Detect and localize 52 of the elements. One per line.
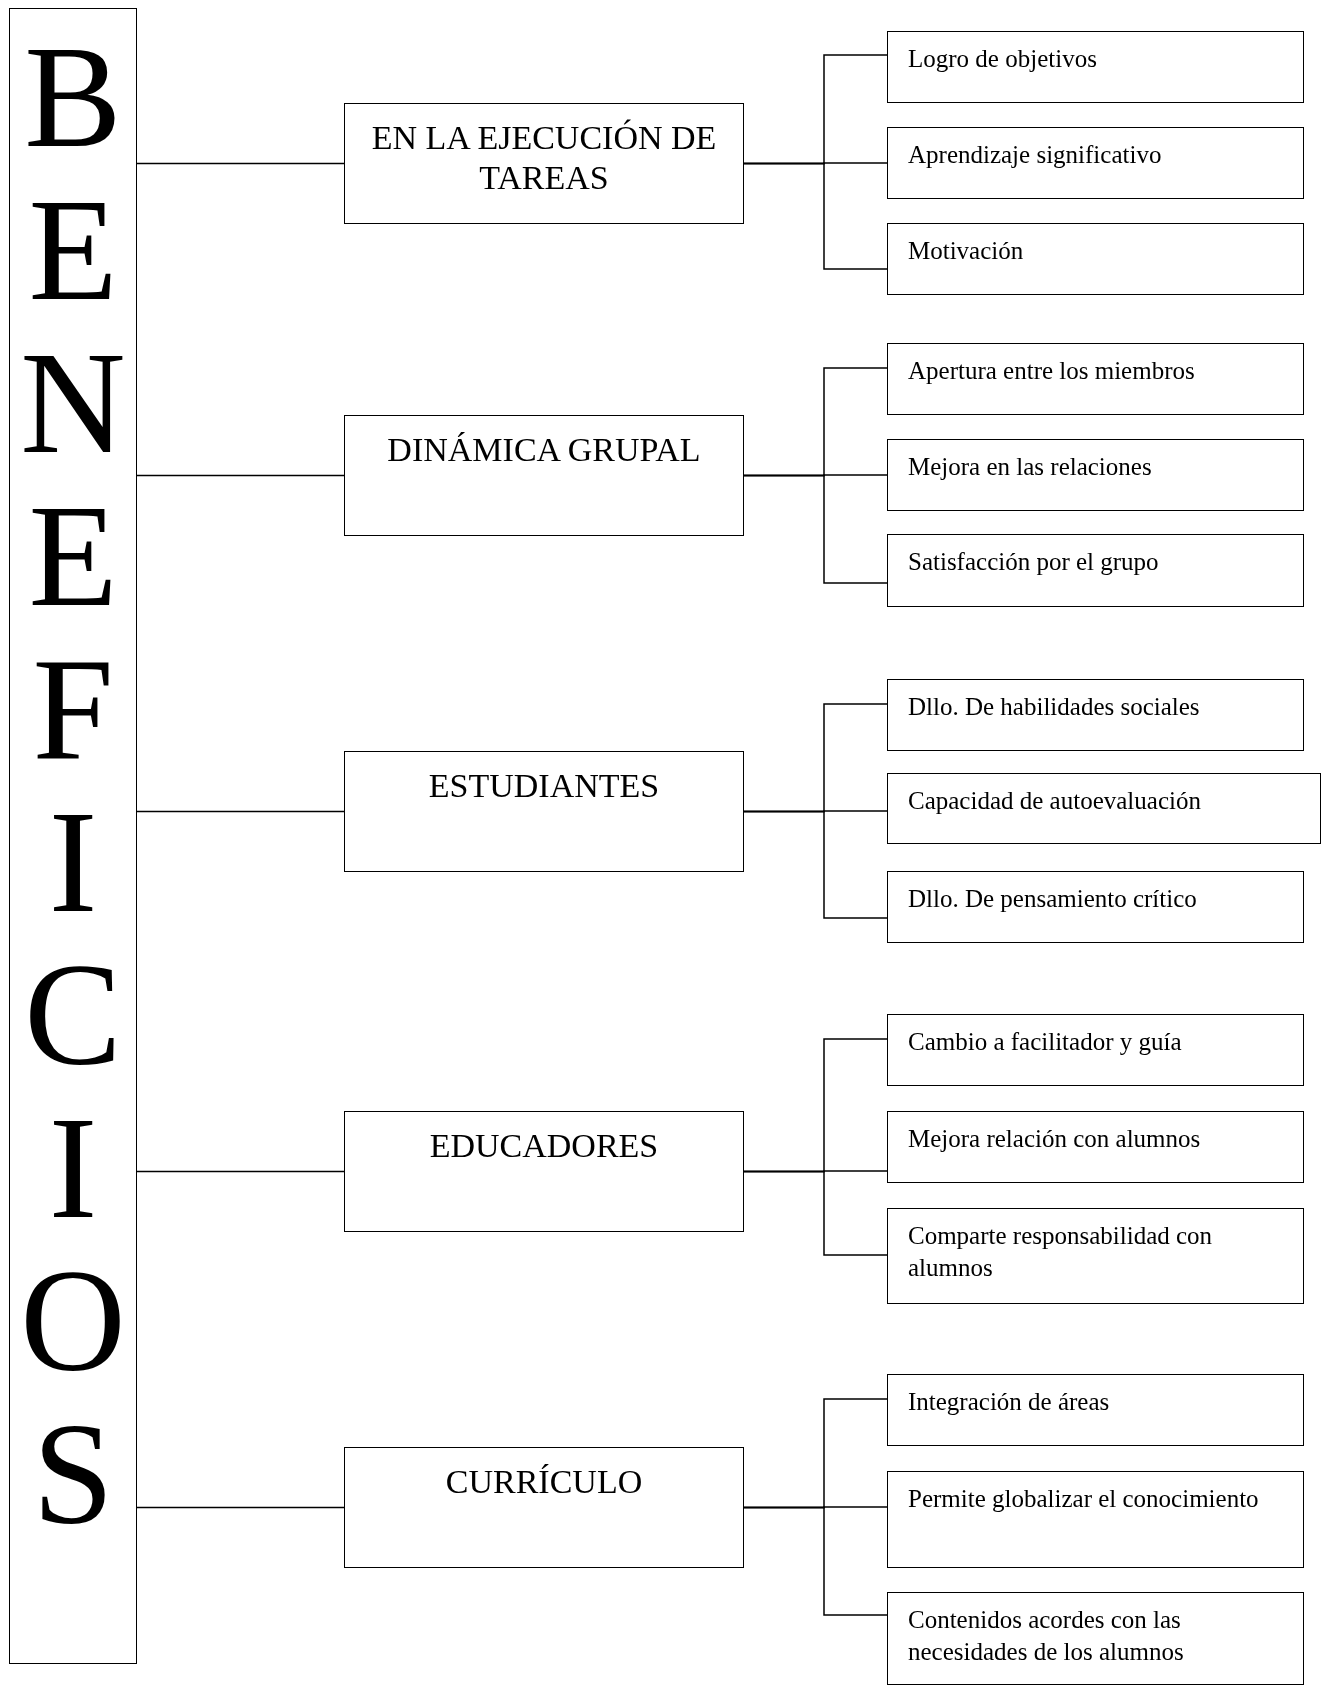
title-box <box>9 8 137 1664</box>
box-label: Capacidad de autoevaluación <box>908 786 1201 816</box>
item-box <box>887 223 1304 295</box>
item-box <box>887 1111 1304 1183</box>
box-label: DINÁMICA GRUPAL <box>387 430 701 470</box>
box-label: Aprendizaje significativo <box>908 140 1162 170</box>
item-box <box>887 679 1304 751</box>
item-box <box>887 1471 1304 1568</box>
category-box <box>344 1447 744 1568</box>
connector-line <box>136 810 345 813</box>
item-box <box>887 871 1304 943</box>
connector-line <box>136 1170 345 1173</box>
connector-line <box>136 1506 345 1509</box>
box-label: Logro de objetivos <box>908 44 1097 74</box>
category-box <box>344 103 744 224</box>
item-box <box>887 1592 1304 1685</box>
item-box <box>887 773 1321 844</box>
category-box <box>344 415 744 536</box>
box-label: ESTUDIANTES <box>428 766 660 806</box>
box-label: Satisfacción por el grupo <box>908 547 1159 577</box>
item-box <box>887 1208 1304 1304</box>
vertical-title: BENEFICIOS <box>19 21 127 1551</box>
category-box <box>344 1111 744 1232</box>
box-label: Motivación <box>908 236 1024 266</box>
box-label: Mejora relación con alumnos <box>908 1124 1201 1154</box>
item-box <box>887 534 1304 607</box>
connector-line <box>743 1506 888 1616</box>
item-box <box>887 1014 1304 1086</box>
connector-line <box>743 162 888 270</box>
box-label: EDUCADORES <box>429 1126 659 1166</box>
box-label: Dllo. De habilidades sociales <box>908 692 1200 722</box>
box-label: Mejora en las relaciones <box>908 452 1152 482</box>
item-box <box>887 127 1304 199</box>
box-label: Integración de áreas <box>908 1387 1110 1417</box>
box-label: Apertura entre los miembros <box>908 356 1195 386</box>
box-label: Cambio a facilitador y guía <box>908 1027 1182 1057</box>
connector-line <box>136 474 345 477</box>
item-box <box>887 439 1304 511</box>
box-label: EN LA EJECUCIÓN DE TAREAS <box>370 118 718 198</box>
connector-line <box>743 1170 888 1256</box>
connector-line <box>743 810 888 919</box>
box-label: Dllo. De pensamiento crítico <box>908 884 1197 914</box>
connector-line <box>136 162 345 165</box>
category-box <box>344 751 744 872</box>
connector-line <box>743 474 888 584</box>
box-label: CURRÍCULO <box>445 1462 643 1502</box>
box-label: Permite globalizar el conocimiento <box>908 1484 1259 1514</box>
item-box <box>887 343 1304 415</box>
box-label: Contenidos acordes con las necesidades de los alumnos <box>908 1605 1185 1667</box>
item-box <box>887 31 1304 103</box>
item-box <box>887 1374 1304 1446</box>
box-label: Comparte responsabilidad con alumnos <box>908 1221 1214 1283</box>
